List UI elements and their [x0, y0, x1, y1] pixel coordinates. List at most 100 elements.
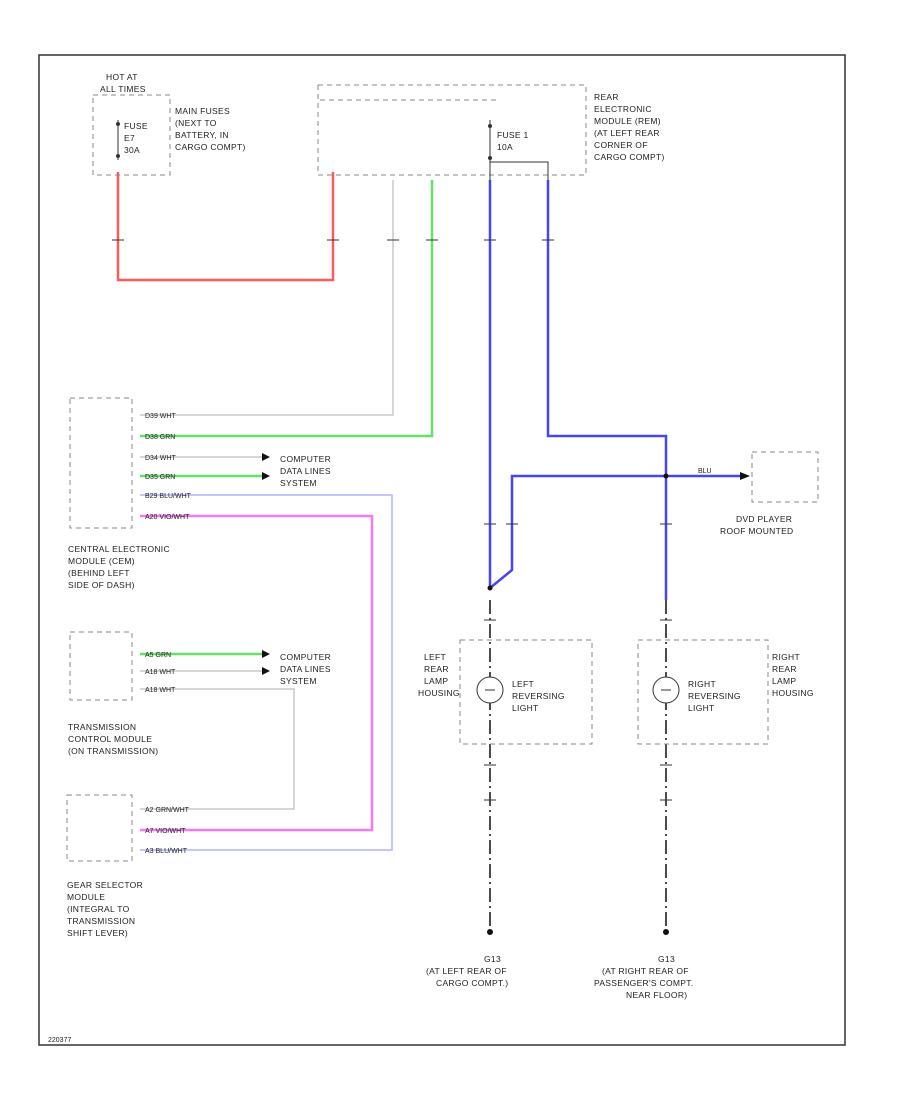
diagram-frame [38, 54, 846, 1046]
wire-violet-cem-gsm [140, 514, 374, 832]
right-light-label-1: RIGHT [688, 679, 716, 689]
rem-label-2: ELECTRONIC [594, 104, 652, 114]
fuse-symbol-left [116, 120, 120, 160]
main-fuses-label-1: MAIN FUSES [175, 106, 230, 116]
dvd-connector-arrow [740, 472, 750, 480]
wire-lightblue-cem-gsm [140, 494, 393, 851]
cdls-2-label-2: DATA LINES [280, 664, 331, 674]
rem-label-6: CARGO COMPT) [594, 152, 665, 162]
splice-dots [487, 473, 669, 591]
cem-pin-d35: D35 GRN [145, 474, 175, 481]
gsm-label-3: (INTEGRAL TO [67, 904, 130, 914]
right-housing-label-1: RIGHT [772, 652, 800, 662]
cem-pin-d38: D38 GRN [145, 434, 175, 441]
fuse-e7-label-1: FUSE [124, 121, 148, 131]
gsm-pin-a2: A2 GRN/WHT [145, 807, 190, 814]
wire-white-cem-d39 [140, 180, 394, 416]
tcm-pin-a18-2: A18 WHT [145, 687, 176, 694]
gsm-label-1: GEAR SELECTOR [67, 880, 143, 890]
gsm-label-2: MODULE [67, 892, 105, 902]
ground-right-icon [663, 929, 669, 935]
left-lamp-housing-box [459, 639, 593, 745]
tcm-pin-a18-1: A18 WHT [145, 669, 176, 676]
right-light-label-3: LIGHT [688, 703, 715, 713]
cdls-2-label-1: COMPUTER [280, 652, 331, 662]
gsm-label-5: SHIFT LEVER) [67, 928, 128, 938]
dvd-label-1: DVD PLAYER [736, 514, 792, 524]
main-fuses-label-2: (NEXT TO [175, 118, 217, 128]
cem-pin-labels: D39 WHT D38 GRN D34 WHT D35 GRN B29 BLU/… [145, 413, 192, 521]
cem-label-3: (BEHIND LEFT [68, 568, 130, 578]
tcm-pin-a5: A5 GRN [145, 652, 171, 659]
gsm-pin-a3: A3 BLU/WHT [145, 848, 188, 855]
main-fuses-label-3: BATTERY, IN [175, 130, 229, 140]
g13-left-label-1: G13 [484, 954, 501, 964]
tcm-label-1: TRANSMISSION [68, 722, 136, 732]
rem-label-1: REAR [594, 92, 619, 102]
left-light-label-1: LEFT [512, 679, 534, 689]
left-housing-label-3: LAMP [424, 676, 448, 686]
cdls-1-label-3: SYSTEM [280, 478, 317, 488]
g13-right-label-3: PASSENGER'S COMPT. [594, 978, 693, 988]
g13-right-label-1: G13 [658, 954, 675, 964]
left-light-label-3: LIGHT [512, 703, 539, 713]
tcm-label-3: (ON TRANSMISSION) [68, 746, 158, 756]
dvd-feed-wire-label: BLU [698, 468, 712, 475]
g13-right-label-4: NEAR FLOOR) [626, 990, 687, 1000]
right-housing-label-3: LAMP [772, 676, 796, 686]
cem-label-4: SIDE OF DASH) [68, 580, 135, 590]
right-light-label-2: REVERSING [688, 691, 741, 701]
g13-right-label-2: (AT RIGHT REAR OF [602, 966, 689, 976]
left-housing-label-1: LEFT [424, 652, 446, 662]
wire-green-cem-d38 [140, 180, 434, 438]
rem-label-5: CORNER OF [594, 140, 648, 150]
wire-blue-right-light [546, 180, 668, 600]
fuse-1-label-2: 10A [497, 142, 513, 152]
wire-white-tcm-gsm [140, 688, 295, 810]
cem-pin-a20: A20 VIO/WHT [145, 514, 190, 521]
left-housing-label-4: HOUSING [418, 688, 460, 698]
cdls-1-label-1: COMPUTER [280, 454, 331, 464]
hot-at-all-times-label-1: HOT AT [106, 72, 138, 82]
cem-pin-d34: D34 WHT [145, 455, 176, 462]
dvd-label-2: ROOF MOUNTED [720, 526, 793, 536]
wire-blue-dvd [489, 474, 740, 589]
wires [116, 172, 740, 930]
tcm-label-2: CONTROL MODULE [68, 734, 152, 744]
fuse-e7-label-2: E7 [124, 133, 135, 143]
wire-red-feed [116, 172, 335, 282]
gsm-pin-a7: A7 VIO/WHT [145, 828, 186, 835]
right-lamp-housing-box [637, 639, 769, 745]
right-housing-label-2: REAR [772, 664, 797, 674]
cdls-2-label-3: SYSTEM [280, 676, 317, 686]
left-light-label-2: REVERSING [512, 691, 565, 701]
gsm-label-4: TRANSMISSION [67, 916, 135, 926]
fuse-e7-label-3: 30A [124, 145, 140, 155]
main-fuses-label-4: CARGO COMPT) [175, 142, 246, 152]
rem-box [317, 84, 587, 176]
cdls-arrows-2 [262, 650, 270, 675]
right-housing-label-4: HOUSING [772, 688, 814, 698]
main-fuse-box [92, 94, 171, 176]
rem-label-4: (AT LEFT REAR [594, 128, 660, 138]
ground-left-icon [487, 929, 493, 935]
tcm-box [69, 631, 133, 701]
cem-pin-b29: B29 BLU/WHT [145, 493, 192, 500]
cdls-arrows-1 [262, 453, 270, 480]
cem-label-1: CENTRAL ELECTRONIC [68, 544, 170, 554]
left-housing-label-2: REAR [424, 664, 449, 674]
cem-box [69, 397, 133, 529]
gsm-box [66, 794, 133, 862]
cem-pin-d39: D39 WHT [145, 413, 176, 420]
g13-left-label-3: CARGO COMPT.) [436, 978, 508, 988]
connector-ticks [112, 239, 672, 801]
cem-label-2: MODULE (CEM) [68, 556, 135, 566]
figure-number: 220377 [48, 1037, 71, 1044]
dvd-player-box [751, 451, 819, 503]
rem-label-3: MODULE (REM) [594, 116, 661, 126]
fuse-1-label-1: FUSE 1 [497, 130, 529, 140]
cdls-1-label-2: DATA LINES [280, 466, 331, 476]
hot-at-all-times-label-2: ALL TIMES [100, 84, 146, 94]
g13-left-label-2: (AT LEFT REAR OF [426, 966, 507, 976]
